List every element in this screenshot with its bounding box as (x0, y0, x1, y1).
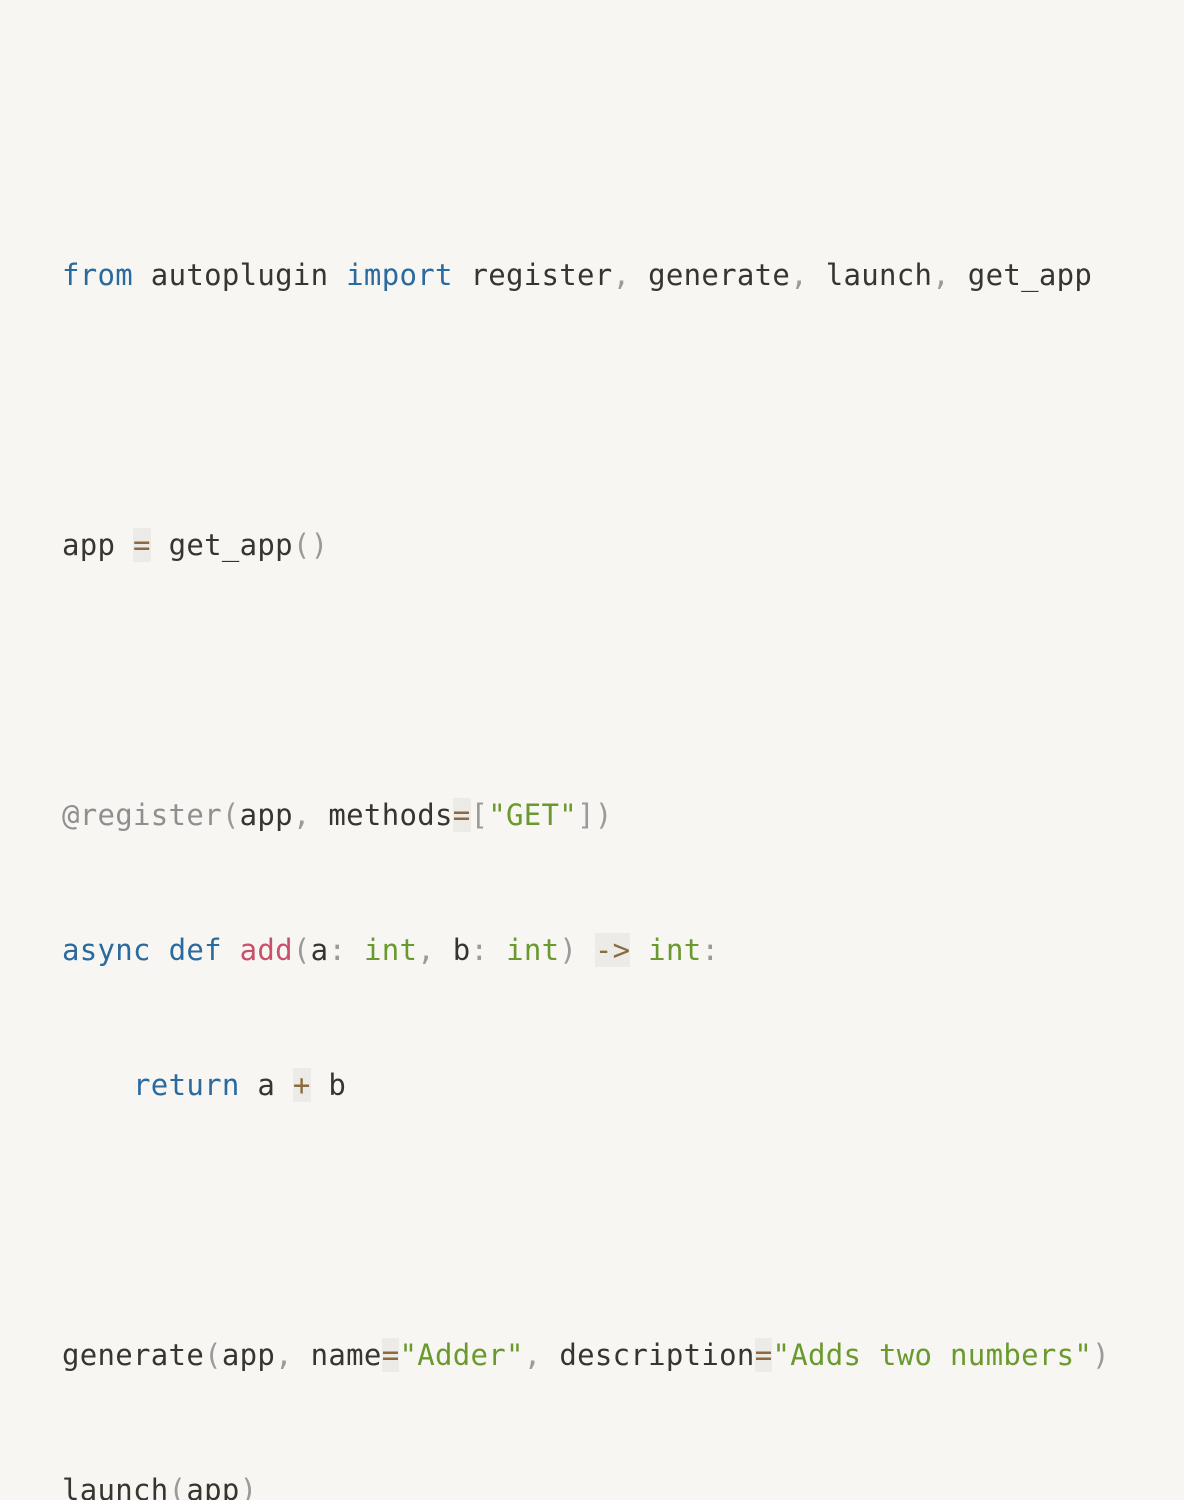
operator-assign: = (133, 528, 151, 562)
paren-close: ) (239, 1473, 258, 1500)
paren-close: ) (310, 528, 329, 562)
code-line-3: @register(app, methods=["GET"]) (62, 793, 1162, 838)
kwarg-methods: methods (310, 798, 453, 832)
operator-plus: + (292, 1068, 311, 1102)
decorator-register: @register (62, 798, 222, 832)
arg-app: app (239, 798, 293, 832)
operator-assign: = (754, 1338, 773, 1372)
colon: : (701, 933, 720, 967)
arg-app: app (186, 1473, 240, 1500)
import-get-app: get_app (950, 258, 1093, 292)
code-blank-line (62, 1198, 1162, 1243)
code-block: from autoplugin import register, generat… (62, 163, 1162, 1500)
string-adder: "Adder" (399, 1338, 524, 1372)
comma: , (417, 933, 436, 967)
paren-open: ( (221, 798, 240, 832)
keyword-return: return (133, 1068, 240, 1102)
import-launch: launch (807, 258, 933, 292)
code-line-2: app = get_app() (62, 523, 1162, 568)
paren-open: ( (168, 1473, 187, 1500)
code-line-4: async def add(a: int, b: int) -> int: (62, 928, 1162, 973)
keyword-async: async (62, 933, 151, 967)
var-b: b (310, 1068, 347, 1102)
comma: , (932, 258, 951, 292)
code-line-6: generate(app, name="Adder", description=… (62, 1333, 1162, 1378)
paren-open: ( (292, 528, 311, 562)
call-launch: launch (62, 1473, 169, 1500)
arg-app: app (221, 1338, 276, 1372)
paren-close: ) (1092, 1338, 1110, 1372)
type-int: int (346, 933, 418, 967)
type-int: int (488, 933, 560, 967)
var-a: a (239, 1068, 293, 1102)
colon: : (328, 933, 347, 967)
keyword-def: def (150, 933, 222, 967)
call-generate: generate (62, 1338, 205, 1372)
paren-open: ( (204, 1338, 222, 1372)
code-line-5: return a + b (62, 1063, 1162, 1108)
function-name-add: add (239, 933, 293, 967)
call-get-app: get_app (150, 528, 293, 562)
code-line-7: launch(app) (62, 1468, 1162, 1500)
operator-assign: = (452, 798, 471, 832)
paren-close: ) (594, 798, 613, 832)
code-line-1: from autoplugin import register, generat… (62, 253, 1162, 298)
comma: , (275, 1338, 293, 1372)
comma: , (790, 258, 808, 292)
string-description: "Adds two numbers" (772, 1338, 1093, 1372)
param-a: a (310, 933, 329, 967)
param-b: b (435, 933, 471, 967)
bracket-open: [ (470, 798, 489, 832)
operator-assign: = (381, 1338, 400, 1372)
bracket-close: ] (577, 798, 595, 832)
paren-open: ( (292, 933, 311, 967)
comma: , (612, 258, 631, 292)
indent (62, 1068, 133, 1102)
kwarg-description: description (541, 1338, 755, 1372)
code-blank-line (62, 658, 1162, 703)
var-app: app (62, 528, 134, 562)
comma: , (292, 798, 311, 832)
return-type-int: int (630, 933, 702, 967)
keyword-import: import (346, 258, 453, 292)
import-register: register (452, 258, 613, 292)
import-generate: generate (630, 258, 791, 292)
paren-close: ) (559, 933, 578, 967)
return-arrow: -> (594, 933, 631, 967)
module-name: autoplugin (133, 258, 347, 292)
string-get: "GET" (488, 798, 578, 832)
space (577, 933, 595, 967)
keyword-from: from (62, 258, 134, 292)
colon: : (470, 933, 489, 967)
comma: , (523, 1338, 542, 1372)
space (222, 933, 240, 967)
code-blank-line (62, 388, 1162, 433)
kwarg-name: name (292, 1338, 382, 1372)
